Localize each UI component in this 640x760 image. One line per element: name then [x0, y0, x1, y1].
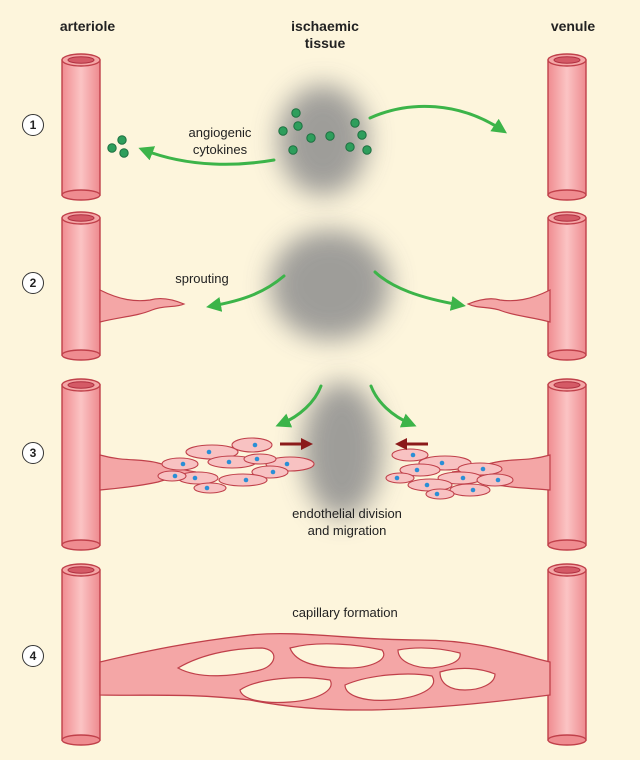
cytokine-dot-5	[288, 145, 298, 155]
arteriole-3	[61, 378, 101, 551]
sprouts	[99, 289, 551, 491]
cytokine-dot-13	[119, 148, 129, 158]
cytokine-dot-2	[278, 126, 288, 136]
header-arteriole: arteriole	[59, 18, 116, 34]
capillary-gap-3	[397, 647, 461, 669]
endothelial-cell-20	[476, 473, 514, 487]
tissue-blob-1	[278, 85, 368, 195]
label-angiogenic-cytokines: angiogenic cytokines	[188, 125, 252, 157]
endothelial-cell-2	[231, 437, 273, 453]
endothelial-cells	[157, 437, 514, 500]
label-capillary-formation: capillary formation	[292, 605, 398, 620]
arteriole-4	[61, 563, 101, 746]
capillary-gap-4	[239, 677, 332, 704]
cytokine-dot-9	[345, 142, 355, 152]
vessels	[61, 53, 587, 746]
cytokine-dot-11	[107, 143, 117, 153]
arrow-row2-left	[206, 274, 286, 312]
capillary-gap-2	[289, 643, 385, 669]
endothelial-cell-18	[449, 483, 491, 497]
arteriole-2	[61, 211, 101, 361]
capillary-gap-6	[439, 667, 496, 691]
endothelial-cell-11	[243, 453, 277, 465]
endothelial-cell-6	[251, 465, 289, 479]
tissue-blob-2	[270, 230, 390, 340]
cytokine-dot-12	[117, 135, 127, 145]
red-arrow-left-head	[395, 438, 407, 450]
step-1-badge: 1	[22, 114, 44, 136]
venule-4	[547, 563, 587, 746]
endothelial-cell-8	[218, 473, 268, 487]
cytokine-dot-1	[291, 108, 301, 118]
endothelial-cell-19	[385, 472, 415, 484]
red-arrows	[280, 438, 428, 450]
endothelial-cell-21	[425, 488, 455, 500]
endothelial-cell-10	[157, 470, 187, 482]
arteriole-1	[61, 53, 101, 201]
venule-1	[547, 53, 587, 201]
arteriole-sprout-row2	[99, 289, 186, 323]
label-endothelial-division: endothelial division and migration	[292, 506, 402, 538]
ischaemic-tissue	[270, 85, 390, 518]
arrow-cytokines-to-venule	[368, 104, 507, 134]
arrow-row3-left	[275, 384, 323, 428]
endothelial-cell-15	[399, 463, 441, 477]
venule-2	[547, 211, 587, 361]
capillary-gap-5	[344, 673, 435, 701]
endothelial-cell-4	[161, 457, 199, 471]
cytokines	[107, 108, 372, 158]
step-4-badge: 4	[22, 645, 44, 667]
cytokine-dot-6	[325, 131, 335, 141]
tissue-blob-3	[302, 382, 382, 518]
step-2-badge: 2	[22, 272, 44, 294]
header-ischaemic-tissue: ischaemic tissue	[291, 18, 359, 51]
venule-sprout-row2	[466, 289, 551, 323]
cytokine-dot-3	[293, 121, 303, 131]
arrow-row3-right	[369, 384, 417, 428]
label-sprouting: sprouting	[175, 271, 229, 286]
arrow-cytokines-to-arteriole	[138, 146, 276, 166]
venule-3	[547, 378, 587, 551]
capillary-network	[99, 632, 551, 711]
cytokine-dot-10	[362, 145, 372, 155]
endothelial-cell-12	[391, 448, 429, 462]
header-venule: venule	[550, 18, 596, 34]
cytokine-dot-7	[350, 118, 360, 128]
cytokine-dot-4	[306, 133, 316, 143]
red-arrow-right-head	[301, 438, 313, 450]
arrow-row2-right	[373, 270, 466, 311]
capillary-gap-1	[176, 647, 275, 677]
endothelial-cell-7	[177, 471, 219, 485]
endothelial-cell-9	[193, 482, 227, 494]
cytokine-dot-8	[357, 130, 367, 140]
step-3-badge: 3	[22, 442, 44, 464]
green-arrows	[138, 104, 507, 428]
